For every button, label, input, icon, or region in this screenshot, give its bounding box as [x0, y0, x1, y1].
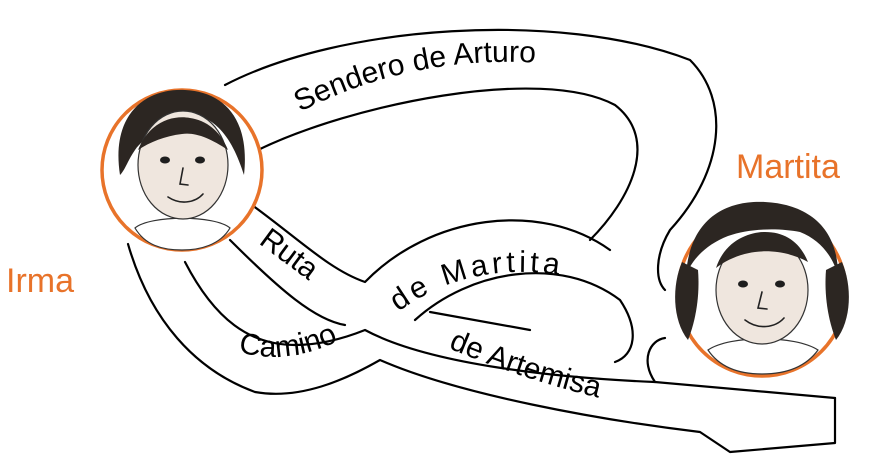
camino-de-artemisa-inner-edge: [183, 260, 837, 400]
ruta-de-martita-lower-tail: [428, 310, 532, 332]
ruta-de-martita-label: de Martita: [384, 246, 566, 318]
irma-portrait: [100, 88, 264, 252]
martita-portrait: [675, 201, 849, 378]
sendero-de-arturo-outer-edge: [223, 28, 718, 292]
camino-de-artemisa-bend: [646, 336, 667, 384]
camino-de-artemisa-label: de Artemisa: [445, 324, 605, 405]
ruta-de-martita-upper-edge: [250, 203, 612, 284]
camino-label: Camino: [237, 317, 342, 364]
ruta-label: Ruta: [254, 222, 325, 286]
irma-name-label: Irma: [6, 262, 74, 300]
martita-name-label: Martita: [736, 148, 840, 186]
camino-de-artemisa-outer-edge: [126, 242, 837, 454]
sendero-de-arturo-inner-edge: [256, 87, 639, 242]
ruta-de-martita-lower-edge: [228, 238, 634, 364]
